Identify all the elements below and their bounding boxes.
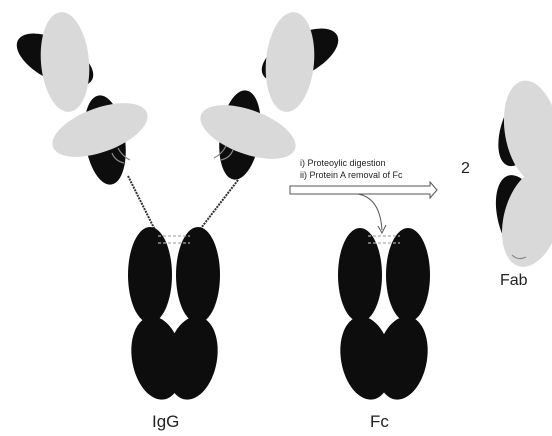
igg-molecule: [9, 10, 347, 404]
fab-multiplier: 2: [461, 160, 470, 178]
igg-left-hinge: [128, 176, 156, 232]
igg-fc-ch2-left: [128, 227, 172, 323]
process-step-2: ii) Protein A removal of Fc: [300, 170, 403, 180]
fc-ch2-right: [386, 228, 430, 322]
igg-left-light-vl: [37, 10, 94, 114]
fab-label: Fab: [500, 272, 528, 290]
fc-removal-curve: [358, 194, 382, 230]
fc-label: Fc: [370, 412, 389, 432]
igg-label: IgG: [152, 412, 179, 432]
igg-right-hinge: [198, 180, 238, 232]
igg-fc-ch2-right: [176, 227, 220, 323]
process-arrow: [290, 182, 437, 233]
process-step-1: i) Proteoylic digestion: [300, 158, 386, 168]
igg-right-light-vl: [262, 10, 319, 114]
fab-fragment: [487, 76, 552, 273]
fc-ch2-left: [338, 228, 382, 322]
fc-fragment: [334, 228, 434, 404]
